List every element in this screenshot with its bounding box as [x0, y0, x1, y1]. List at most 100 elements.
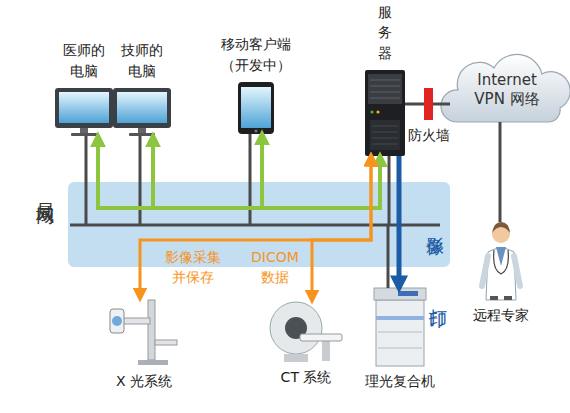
monitor-icon: [129, 133, 155, 136]
network-wire: [387, 267, 390, 288]
xray-machine: [110, 309, 124, 333]
server-icon: [370, 92, 400, 93]
device-label: 医师的 电脑: [60, 40, 108, 81]
lan-trunk: [139, 182, 142, 225]
server-icon: [372, 126, 398, 127]
device-label: 移动客户端 （开发中）: [217, 34, 295, 75]
server-icon: [370, 86, 400, 87]
xray-node: X 光系统: [108, 298, 180, 366]
network-arrow: [378, 156, 382, 182]
expert-node: 远程专家: [478, 222, 524, 300]
ct-scanner: [322, 341, 330, 361]
network-label: Internet VPN 网络: [468, 71, 546, 110]
lan-trunk: [249, 182, 252, 225]
server-icon: [368, 74, 402, 104]
edge-label: DICOM 数据: [246, 248, 304, 287]
printer-icon: [398, 291, 418, 296]
printer-icon: [376, 316, 424, 320]
print-arrow: [397, 156, 402, 288]
server-icon: [370, 80, 400, 81]
tablet-icon: [238, 82, 274, 134]
green-distribution-line: [96, 182, 382, 208]
network-wire: [85, 136, 88, 182]
green-distribution-line: [151, 182, 155, 208]
printer-icon: [374, 288, 426, 366]
monitor-icon: [80, 128, 88, 133]
computer-node: 技师的 电脑: [113, 88, 171, 136]
image-data-arrow: [312, 156, 371, 300]
monitor-icon: [117, 92, 167, 123]
server-icon: [372, 132, 398, 133]
computer-node: 医师的 电脑: [55, 88, 113, 136]
network-wire: [499, 122, 502, 222]
server-icon: [376, 110, 379, 113]
device-label: CT 系统: [281, 367, 332, 387]
printer-node: 理光复合机: [374, 288, 426, 366]
server-icon: [372, 138, 398, 139]
printer-icon: [376, 300, 424, 366]
device-label: 技师的 电脑: [118, 40, 166, 81]
tablet-node: 移动客户端 （开发中）: [238, 82, 274, 134]
ct-node: CT 系统: [268, 300, 344, 362]
device-label: 服务器: [375, 2, 395, 63]
cloud-shape: [441, 54, 570, 122]
tablet-icon: [255, 130, 258, 133]
edge-label: 影像: [423, 222, 448, 226]
firewall-bar: 防火墙: [424, 88, 433, 120]
monitor-icon: [71, 133, 97, 136]
ct-scanner: [270, 302, 322, 354]
device-label: 理光复合机: [365, 371, 435, 391]
monitor-icon: [138, 128, 146, 133]
network-arrow: [96, 136, 100, 182]
network-wire: [139, 136, 142, 182]
ct-scanner: [270, 302, 342, 362]
ct-scanner: [284, 354, 308, 362]
device-label: X 光系统: [116, 371, 172, 391]
edge-label: 影像采集 并保存: [162, 248, 224, 287]
monitor-icon: [59, 92, 109, 123]
xray-machine: [112, 316, 122, 326]
green-distribution-line: [260, 182, 264, 208]
server-icon: [370, 120, 400, 150]
monitor-icon: [113, 88, 171, 128]
server-node: 服务器: [365, 70, 405, 156]
printer-icon: [374, 288, 426, 300]
server-icon: [365, 70, 405, 156]
firewall-label: 防火墙: [408, 125, 450, 145]
cloud-shape: [441, 54, 570, 122]
doctor-figure: [514, 256, 520, 286]
xray-machine: [148, 300, 155, 360]
monitor-icon: [113, 88, 171, 136]
printer-icon: [378, 348, 422, 349]
green-distribution-line: [378, 182, 382, 208]
doctor-figure: [482, 256, 488, 286]
xray-machine: [110, 300, 177, 365]
doctor-figure: [496, 247, 506, 266]
lan-trunk: [387, 225, 390, 267]
ct-scanner: [300, 334, 342, 341]
xray-machine: [155, 340, 177, 345]
network-wire: [249, 134, 252, 182]
network-wire: [388, 156, 391, 182]
network-wire: [433, 103, 450, 106]
lan-trunk: [70, 224, 440, 227]
person-label: 远程专家: [473, 305, 529, 325]
monitor-icon: [55, 88, 113, 128]
lan-trunk: [388, 182, 391, 225]
image-data-arrow: [140, 156, 371, 298]
lan-trunk: [85, 182, 88, 225]
server-icon: [365, 70, 405, 156]
network-arrow: [151, 136, 155, 182]
network-arrow: [260, 134, 264, 182]
monitor-icon: [55, 88, 113, 136]
print-label: 打印: [426, 294, 451, 298]
cloud-node: Internet VPN 网络: [448, 58, 566, 122]
server-icon: [370, 98, 400, 99]
xray-machine: [138, 360, 168, 365]
doctor-figure: [482, 222, 520, 300]
doctor-figure: [504, 296, 512, 300]
lan-label: 局域网: [32, 188, 58, 197]
printer-icon: [378, 332, 422, 333]
doctor-figure: [492, 222, 510, 233]
green-distribution-line: [96, 206, 382, 210]
